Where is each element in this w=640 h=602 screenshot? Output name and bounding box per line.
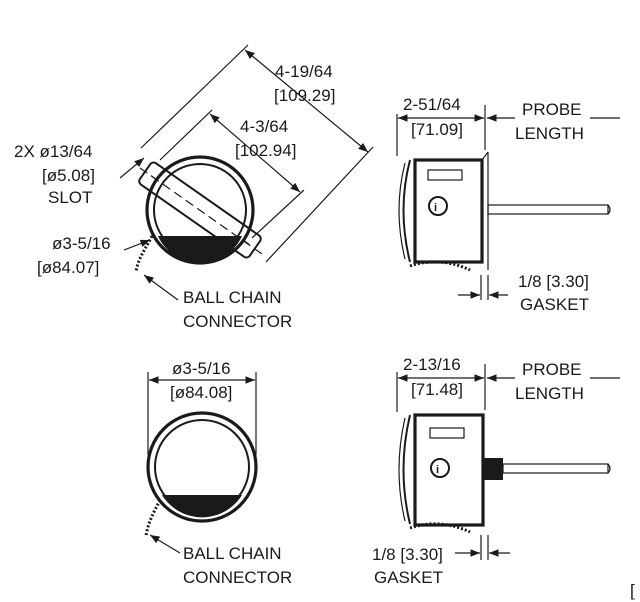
chain-label-1: BALL CHAIN <box>183 544 282 563</box>
dim-outer-line <box>244 49 369 153</box>
depth-mm: [71.09] <box>411 120 463 139</box>
center-line <box>139 167 263 255</box>
dim-inner-line <box>209 113 301 193</box>
bottom-left-view: ø3-5/16 [ø84.08] BALL CHAIN CONNECTOR <box>144 359 292 587</box>
chain-label-1: BALL CHAIN <box>183 288 282 307</box>
top-right-view: i 2-51/64 [71.09] PROBE LENGTH 1/8 [3.30… <box>396 95 620 314</box>
dim-inner-frac: 4-3/64 <box>240 117 288 136</box>
bottom-right-view: i 2-13/16 [71.48] PROBE LENGTH 1/8 [3.30… <box>372 355 620 587</box>
probe-stem <box>487 204 609 215</box>
dia-mm: [ø84.08] <box>170 383 232 402</box>
depth-frac: 2-51/64 <box>403 95 461 114</box>
label-window <box>429 427 465 439</box>
svg-text:i: i <box>436 464 439 476</box>
dim-outer-mm: [109.29] <box>274 86 335 105</box>
chain-label-2: CONNECTOR <box>183 568 292 587</box>
slot-label-1: 2X ø13/64 <box>14 142 92 161</box>
slot-label-2: [ø5.08] <box>42 166 95 185</box>
svg-text:i: i <box>434 202 437 214</box>
label-window <box>427 169 463 181</box>
gasket-label-2: GASKET <box>374 568 443 587</box>
dia-frac: ø3-5/16 <box>52 234 111 253</box>
gasket-label-2: GASKET <box>520 295 589 314</box>
slot-leader <box>119 157 145 179</box>
chain-label-2: CONNECTOR <box>183 312 292 331</box>
housing-body <box>413 158 484 264</box>
dia-mm: [ø84.07] <box>37 258 99 277</box>
probe-label-2: LENGTH <box>515 124 584 143</box>
chain-leader <box>149 534 181 554</box>
top-left-view: 4-19/64 [109.29] 4-3/64 [102.94] 2X ø13/… <box>14 44 374 331</box>
bezel-profile <box>402 414 411 525</box>
probe-label-1: PROBE <box>522 100 582 119</box>
dial-lower-band <box>162 495 242 518</box>
probe-label-2: LENGTH <box>515 384 584 403</box>
dial-lower-band <box>158 236 242 264</box>
dia-leader <box>123 239 151 251</box>
dim-inner-mm: [102.94] <box>235 141 296 160</box>
ball-chain <box>409 522 471 534</box>
bezel-outer <box>146 411 258 523</box>
probe-stem <box>502 463 609 474</box>
probe-label-1: PROBE <box>522 360 582 379</box>
corner-mark: [ <box>630 581 635 600</box>
logo-badge <box>430 458 450 478</box>
probe-fitting <box>483 458 503 480</box>
gasket-label-1: 1/8 [3.30] <box>518 272 589 291</box>
bezel-profile <box>402 159 411 263</box>
dia-frac: ø3-5/16 <box>172 359 231 378</box>
ball-chain <box>144 499 162 537</box>
slot-label-3: SLOT <box>48 188 92 207</box>
depth-frac: 2-13/16 <box>403 355 461 374</box>
gasket-label-1: 1/8 [3.30] <box>372 545 443 564</box>
ball-chain <box>409 260 471 272</box>
dim-outer-frac: 4-19/64 <box>275 62 333 81</box>
chain-leader <box>143 274 179 301</box>
depth-mm: [71.48] <box>411 380 463 399</box>
logo-badge <box>428 196 448 216</box>
ball-chain <box>134 235 154 273</box>
